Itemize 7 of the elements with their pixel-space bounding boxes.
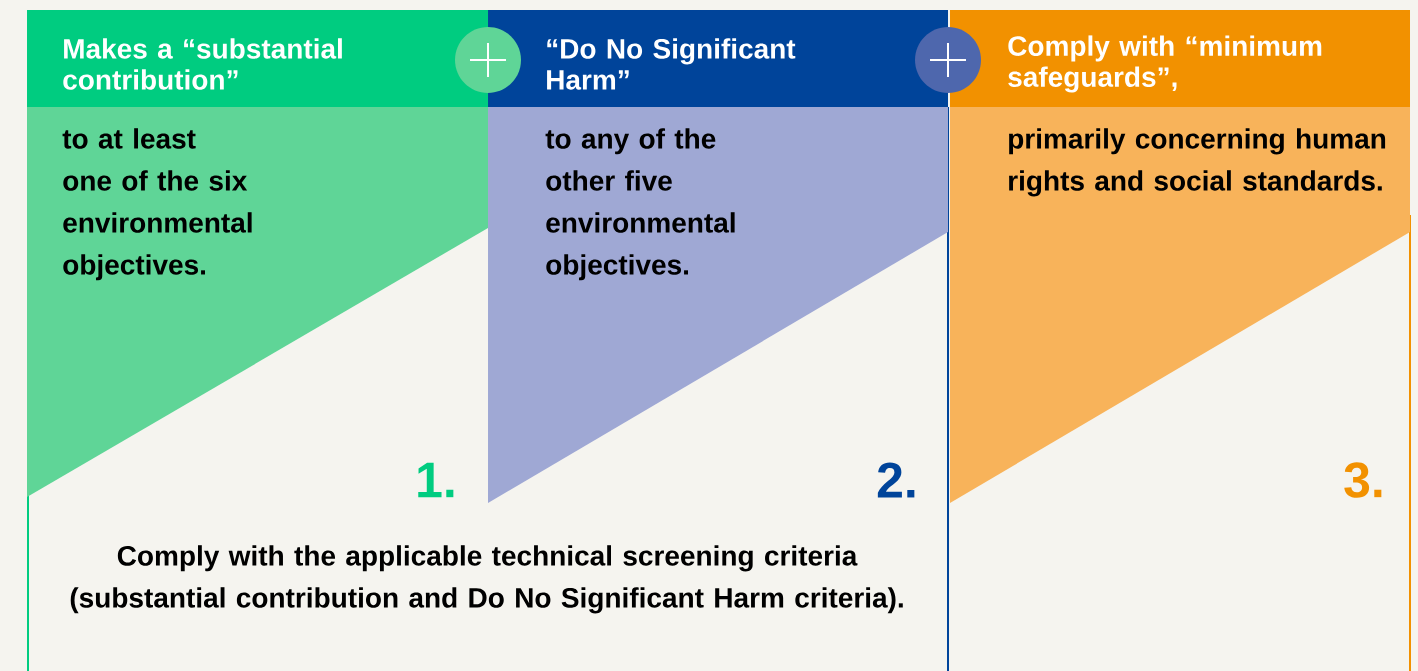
- step-number: 1.: [418, 462, 454, 498]
- step-number: 3.: [1344, 462, 1382, 498]
- footer-text: Comply with the applicable technical screening criteria (substantial contribution and Do No Significant Harm criteria).: [70, 545, 903, 614]
- step-number: 2.: [877, 462, 915, 498]
- header-band: Makes a “substantial contribution”: [27, 10, 488, 107]
- header-band: “Do No Significant Harm”: [488, 10, 948, 107]
- header-band: Comply with “minimum safeguards”,: [950, 10, 1410, 107]
